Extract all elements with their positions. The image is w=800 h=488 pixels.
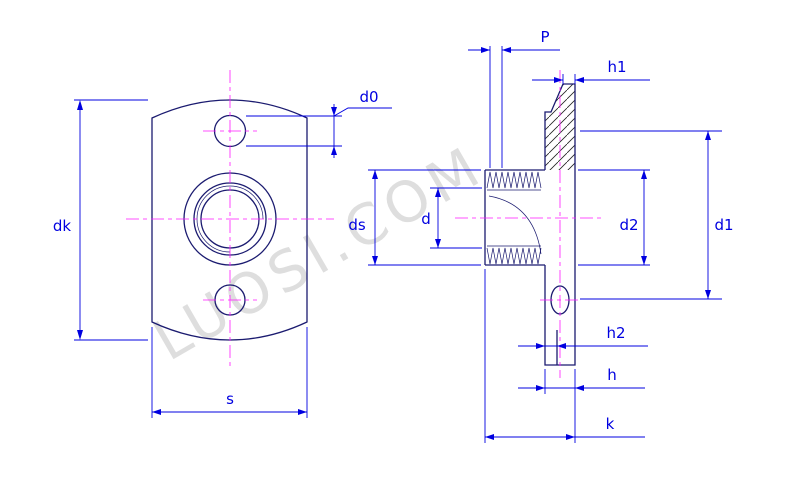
dimension-s: s bbox=[151, 327, 308, 418]
dim-label-k: k bbox=[606, 415, 615, 433]
dim-label-d2: d2 bbox=[619, 216, 638, 234]
dimension-h2: h2 bbox=[518, 324, 648, 349]
dimension-d0: d0 bbox=[246, 88, 392, 158]
dim-label-dk: dk bbox=[53, 217, 72, 235]
barrel-outline bbox=[484, 169, 545, 266]
dimension-p: P bbox=[468, 28, 560, 168]
thread-zigzag-bottom bbox=[486, 247, 542, 265]
flange-outline bbox=[151, 99, 308, 341]
break-curve bbox=[488, 195, 542, 255]
dim-label-h2: h2 bbox=[606, 324, 625, 342]
dimension-h: h bbox=[518, 366, 645, 394]
side-section-view: P h1 ds d d2 bbox=[348, 28, 734, 443]
thread-arc bbox=[196, 185, 264, 253]
dim-label-d: d bbox=[421, 210, 431, 228]
dimension-dk: dk bbox=[53, 99, 148, 341]
flange-profile bbox=[544, 83, 576, 366]
dim-label-d0: d0 bbox=[359, 88, 378, 106]
dim-label-ds: ds bbox=[348, 216, 366, 234]
dim-label-p: P bbox=[540, 28, 549, 46]
dimension-ds: ds bbox=[348, 169, 481, 266]
dim-label-h1: h1 bbox=[607, 58, 626, 76]
front-view: dk s d0 bbox=[53, 70, 392, 418]
dimension-d: d bbox=[421, 187, 482, 249]
dimension-d1: d1 bbox=[580, 130, 734, 300]
dimension-k: k bbox=[484, 269, 645, 443]
dim-label-d1: d1 bbox=[714, 216, 733, 234]
dim-label-s: s bbox=[226, 390, 234, 408]
thread-zigzag-top bbox=[486, 171, 542, 189]
front-view-centerlines bbox=[126, 70, 334, 368]
dim-label-h: h bbox=[607, 366, 617, 384]
dimension-d2: d2 bbox=[578, 169, 650, 266]
dimension-h1: h1 bbox=[532, 58, 650, 84]
side-view-centerlines bbox=[455, 70, 605, 378]
thread-bore-lines bbox=[487, 189, 541, 247]
watermark-text: LUOSI.COM bbox=[143, 133, 495, 374]
